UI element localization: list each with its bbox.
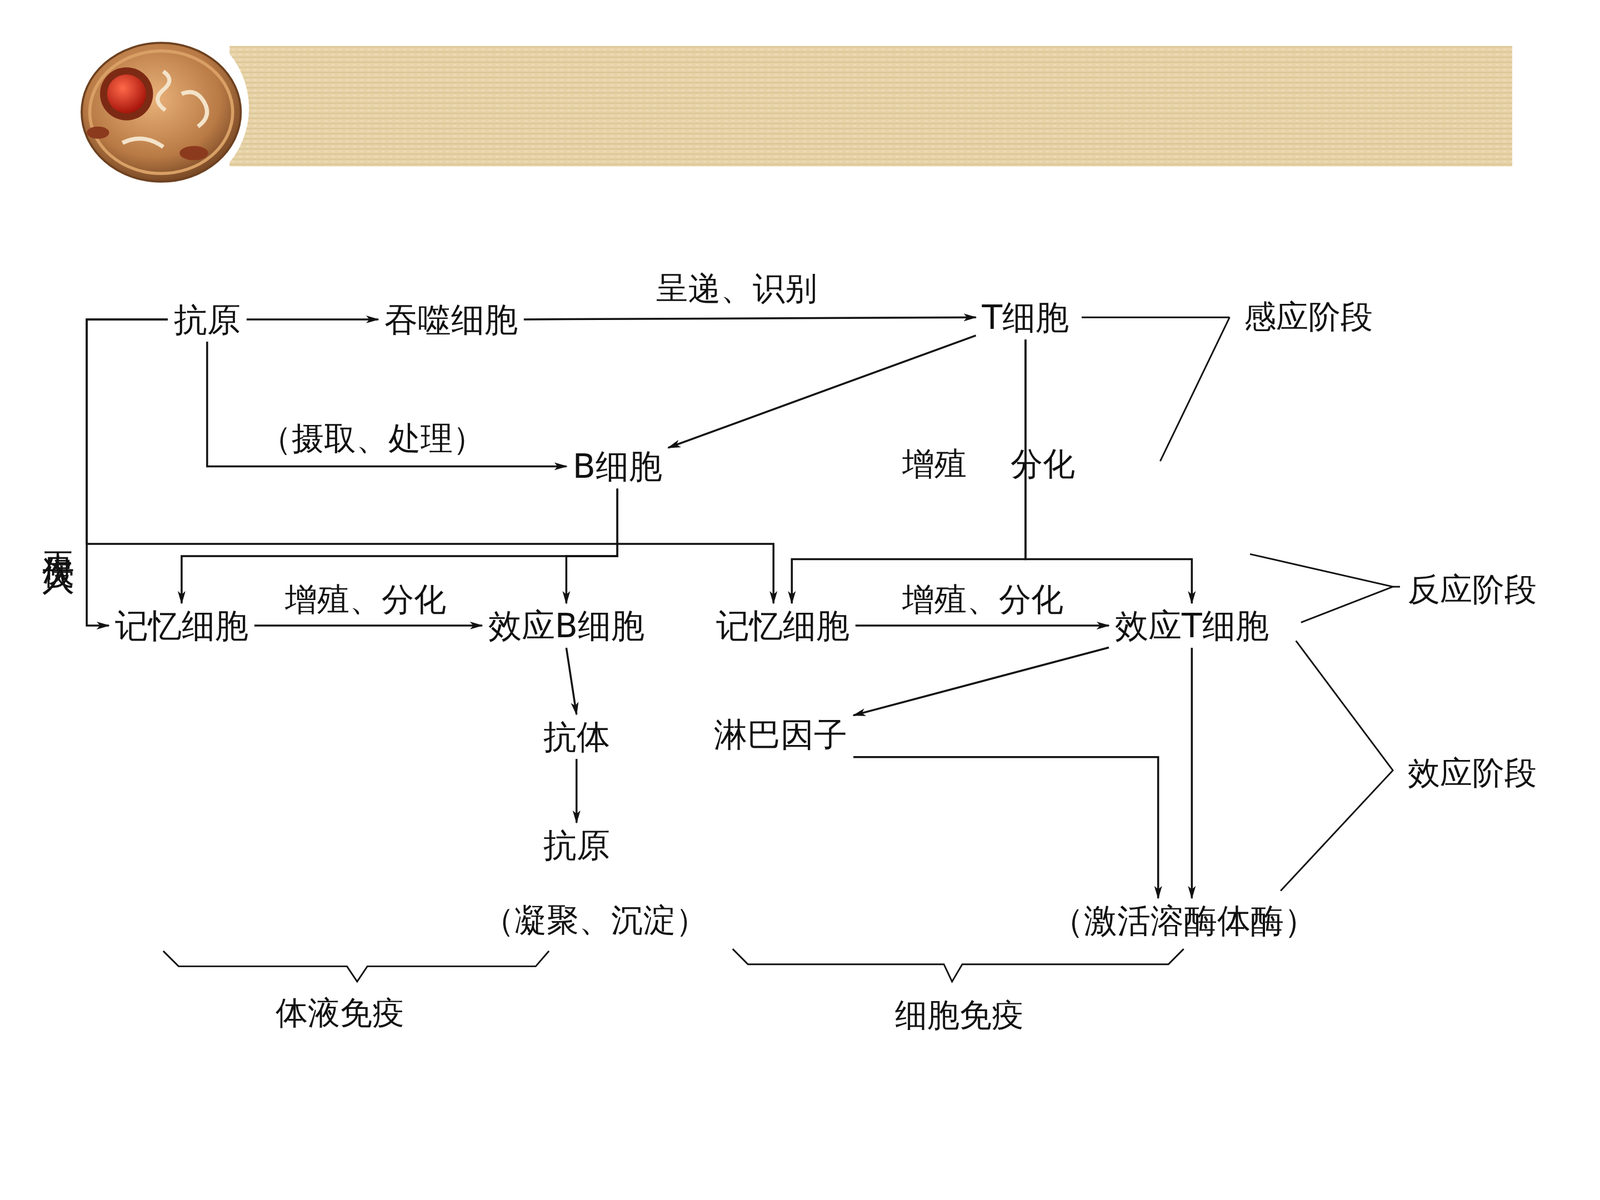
- term-node: 抗原: [540, 825, 614, 865]
- stage-bracket: [1392, 586, 1400, 588]
- node-text: 抗原: [173, 301, 241, 338]
- arrow-connector: [1191, 647, 1194, 899]
- cell-membrane: [90, 51, 233, 174]
- annotation-label: 分化: [1010, 446, 1075, 483]
- arrow-connector: [246, 318, 379, 321]
- group-brace: [732, 948, 1184, 982]
- term-node: 效应B细胞: [485, 606, 648, 645]
- annotation-label: （凝聚、沉淀）: [482, 902, 708, 939]
- arrow-connector: [575, 758, 578, 823]
- vertical-note: 再次侵入: [40, 526, 77, 540]
- term-node: 记忆细胞: [712, 606, 853, 645]
- edge-label: 增殖、分化: [902, 582, 1064, 618]
- arrow-connector: [566, 647, 577, 715]
- arrow-connector: [668, 335, 977, 448]
- node-text: 效应T细胞: [1115, 607, 1269, 644]
- node-text: 效应B细胞: [488, 607, 645, 644]
- cell-nucleus: [107, 74, 147, 114]
- edge-label: （摄取、处理）: [259, 421, 485, 457]
- term-node: 吞噬细胞: [381, 300, 522, 339]
- annotation-label: 增殖: [902, 446, 967, 483]
- arrow-connector: [566, 488, 618, 604]
- node-text: 记忆细胞: [716, 607, 850, 644]
- arrow-connector: [855, 624, 1109, 627]
- group-brace: [163, 951, 549, 982]
- term-node: 记忆细胞: [111, 606, 252, 645]
- node-text: T细胞: [982, 298, 1070, 336]
- cell-nucleus-envelope: [100, 67, 154, 121]
- term-node: T细胞: [978, 297, 1073, 337]
- node-text: （激活溶酶体酶）: [1050, 902, 1318, 939]
- term-node: 抗原: [170, 300, 244, 339]
- cell-halo: [77, 22, 250, 194]
- term-node: B细胞: [569, 446, 666, 486]
- node-text: 抗体: [543, 718, 610, 755]
- stage-bracket: [1250, 553, 1393, 623]
- arrow-connector: [853, 647, 1109, 716]
- cell-illustration: [81, 42, 242, 182]
- stage-leader: [1081, 316, 1230, 319]
- term-node: 抗体: [540, 717, 614, 757]
- node-text: 淋巴因子: [713, 716, 848, 753]
- term-node: 效应T细胞: [1111, 606, 1273, 645]
- arrow-connector: [791, 339, 1026, 604]
- arrow-connector: [523, 317, 977, 320]
- node-text: B细胞: [572, 447, 663, 485]
- stage-leader: [1160, 317, 1230, 462]
- arrow-connector: [86, 319, 168, 626]
- arrow-connector: [254, 624, 483, 627]
- cell-mitochondrion: [179, 146, 208, 161]
- term-node: 淋巴因子: [710, 715, 851, 754]
- annotation-label: 感应阶段: [1243, 299, 1373, 335]
- annotation-label: 反应阶段: [1407, 572, 1537, 608]
- cell-organelle: [181, 92, 208, 127]
- stage-bracket: [1280, 640, 1393, 891]
- node-text: 抗原: [543, 826, 610, 864]
- arrow-connector: [86, 319, 774, 604]
- edge-label: 呈递、识别: [656, 271, 818, 307]
- term-node: （激活溶酶体酶）: [1047, 901, 1321, 940]
- edge-label: 增殖、分化: [285, 582, 447, 618]
- arrow-connector: [853, 757, 1159, 899]
- node-text: 记忆细胞: [115, 607, 249, 644]
- cell-mitochondrion: [86, 126, 109, 139]
- arrow-connector: [207, 341, 567, 467]
- annotation-label: 效应阶段: [1407, 755, 1537, 792]
- node-text: 吞噬细胞: [384, 301, 518, 338]
- header-banner: [229, 46, 1513, 167]
- cell-organelle: [122, 138, 163, 147]
- cell-organelle: [157, 71, 170, 111]
- annotation-label: 体液免疫: [275, 995, 405, 1032]
- annotation-label: 细胞免疫: [895, 997, 1024, 1034]
